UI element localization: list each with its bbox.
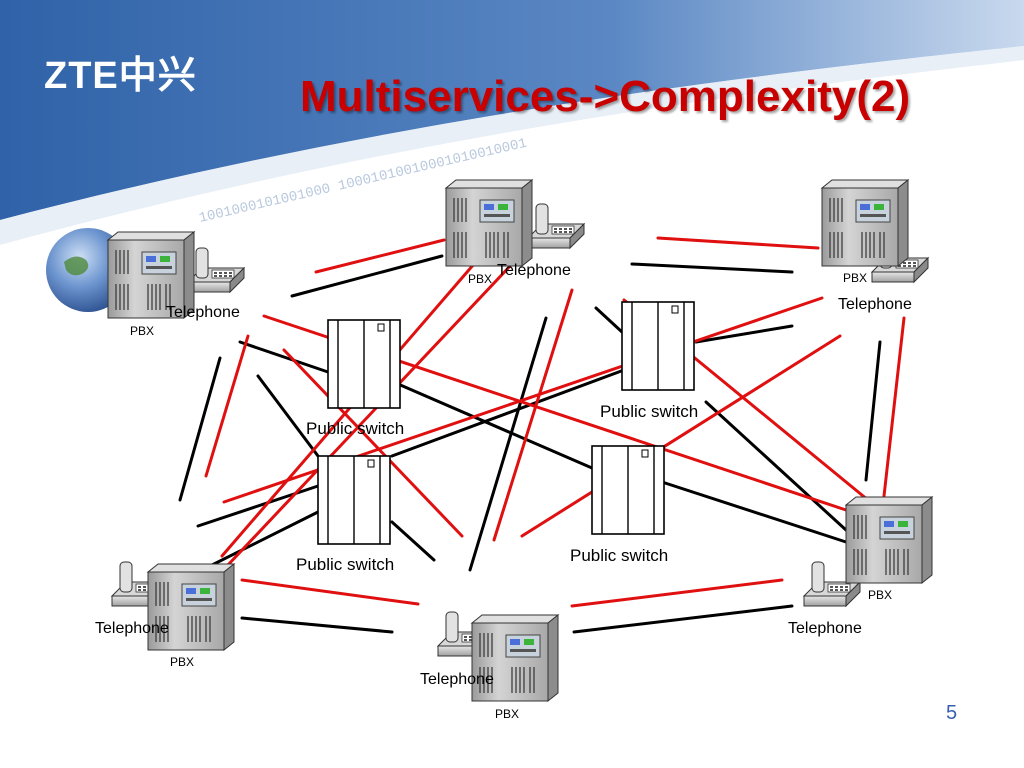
- pbx-label: PBX: [130, 324, 155, 338]
- telephone-icon: [187, 247, 245, 293]
- telephone-label: Telephone: [497, 262, 571, 279]
- pbx-label: PBX: [170, 655, 195, 669]
- public-switch-label: Public switch: [296, 555, 395, 574]
- telephone-label: Telephone: [838, 296, 912, 313]
- public-switch-icon: [591, 445, 665, 535]
- header-banner: [0, 0, 1024, 220]
- telephone-label: Telephone: [166, 304, 240, 321]
- pbx-label: PBX: [495, 707, 520, 721]
- public-switch-label: Public switch: [306, 419, 405, 438]
- pbx-label: PBX: [843, 271, 868, 285]
- slide-title: Multiservices->Complexity(2): [300, 72, 911, 121]
- zte-logo: ZTE中兴: [44, 55, 197, 97]
- pbx-icon: [821, 179, 909, 267]
- pbx-label: PBX: [468, 272, 493, 286]
- pbx-label: PBX: [868, 588, 893, 602]
- pbx-icon: [845, 496, 933, 584]
- telephone-label: Telephone: [95, 620, 169, 637]
- public-switch-icon: [327, 319, 401, 409]
- page-number: 5: [946, 702, 958, 724]
- public-switch-label: Public switch: [600, 402, 699, 421]
- telephone-label: Telephone: [788, 620, 862, 637]
- pbx-icon: [445, 179, 533, 267]
- connectors-black: [178, 254, 882, 634]
- telephone-icon: [527, 203, 585, 249]
- telephone-label: Telephone: [420, 671, 494, 688]
- public-switch-icon: [317, 455, 391, 545]
- public-switch-label: Public switch: [570, 546, 669, 565]
- public-switch-icon: [621, 301, 695, 391]
